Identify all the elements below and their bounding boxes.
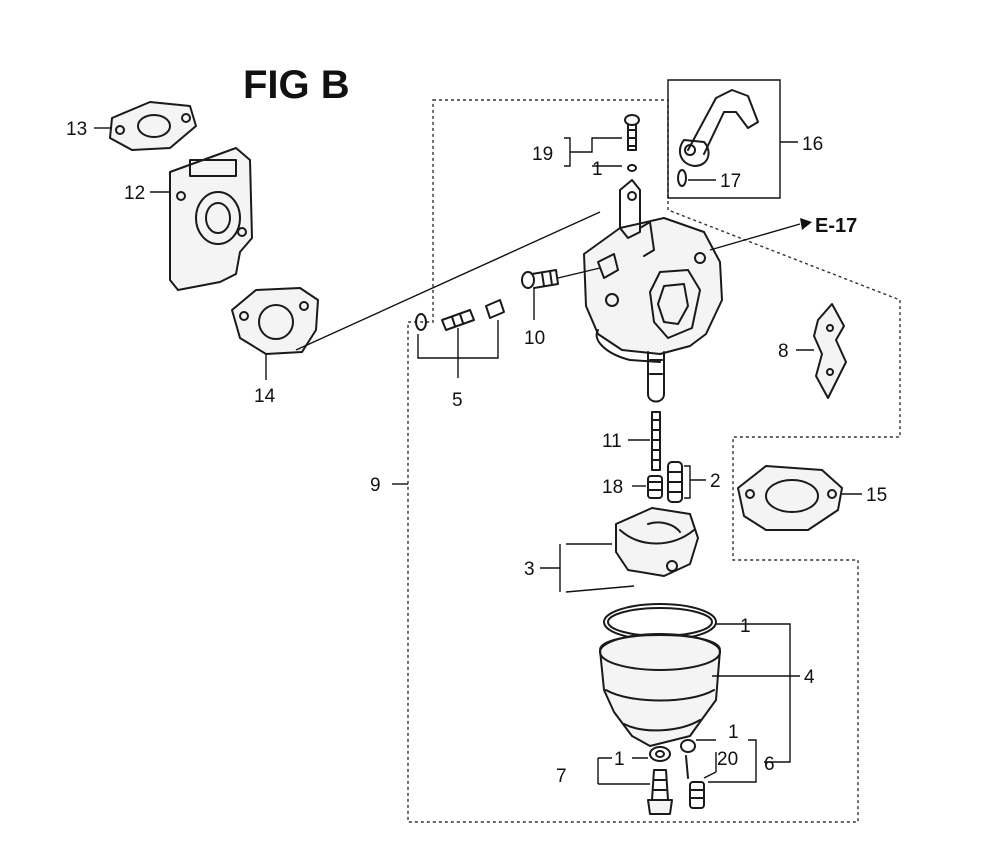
callout-1-bowl: 1 (740, 616, 751, 637)
reference-e17: E-17 (815, 215, 857, 237)
callout-17: 17 (720, 171, 741, 192)
callout-9: 9 (370, 475, 381, 496)
bracket-6 (708, 739, 757, 783)
callout-1-top: 1 (592, 159, 603, 180)
callout-16: 16 (802, 134, 823, 155)
bracket-2 (684, 465, 706, 499)
bracket-4-6 (712, 623, 800, 763)
callout-12: 12 (124, 183, 145, 204)
leader-20 (696, 739, 717, 779)
callout-8: 8 (778, 341, 789, 362)
callout-15: 15 (866, 485, 887, 506)
callout-20: 20 (717, 749, 738, 770)
o-ring-17[interactable] (677, 169, 687, 187)
leader-10b (557, 267, 601, 279)
figure-title: FIG B (243, 63, 350, 107)
box-16 (667, 79, 781, 199)
bracket-7 (597, 757, 650, 785)
gasket-13[interactable] (109, 101, 197, 151)
insulator-12[interactable] (169, 147, 253, 291)
bracket-5 (417, 320, 499, 378)
main-jet-18[interactable] (647, 475, 663, 499)
bracket-3 (540, 543, 635, 593)
callout-7: 7 (556, 766, 567, 787)
pilot-screw-5[interactable] (415, 299, 505, 331)
drain-screw-20[interactable] (680, 739, 705, 809)
washer-1-top[interactable] (627, 164, 637, 172)
callout-1-bolt: 1 (614, 749, 625, 770)
callout-13: 13 (66, 119, 87, 140)
float-3[interactable] (615, 507, 699, 577)
float-bowl-4[interactable] (599, 633, 721, 747)
arrow-e17-icon (800, 218, 812, 230)
callout-14: 14 (254, 386, 276, 407)
callout-2: 2 (710, 471, 721, 492)
callout-11: 11 (602, 431, 622, 452)
callout-19: 19 (532, 144, 553, 165)
gasket-14[interactable] (231, 287, 319, 355)
gasket-15[interactable] (737, 465, 843, 531)
callout-3: 3 (524, 559, 535, 580)
leader-14-to-carb (295, 211, 601, 351)
choke-lever-16[interactable] (678, 89, 759, 167)
assembly-outline (407, 99, 901, 823)
screw-19[interactable] (624, 114, 640, 151)
float-valve-2[interactable] (667, 461, 683, 503)
screw-10[interactable] (521, 269, 559, 289)
callout-1-drain: 1 (728, 722, 739, 743)
callout-4: 4 (804, 667, 815, 688)
bolt-7[interactable] (647, 746, 673, 815)
main-nozzle-11[interactable] (651, 411, 661, 471)
callout-10: 10 (524, 328, 545, 349)
carburetor-body[interactable] (583, 179, 723, 403)
callout-6: 6 (764, 754, 775, 775)
leader-e17 (709, 223, 801, 251)
callout-5: 5 (452, 390, 463, 411)
bracket-19 (564, 137, 622, 167)
choke-valve-8[interactable] (813, 303, 847, 399)
callout-18: 18 (602, 477, 623, 498)
